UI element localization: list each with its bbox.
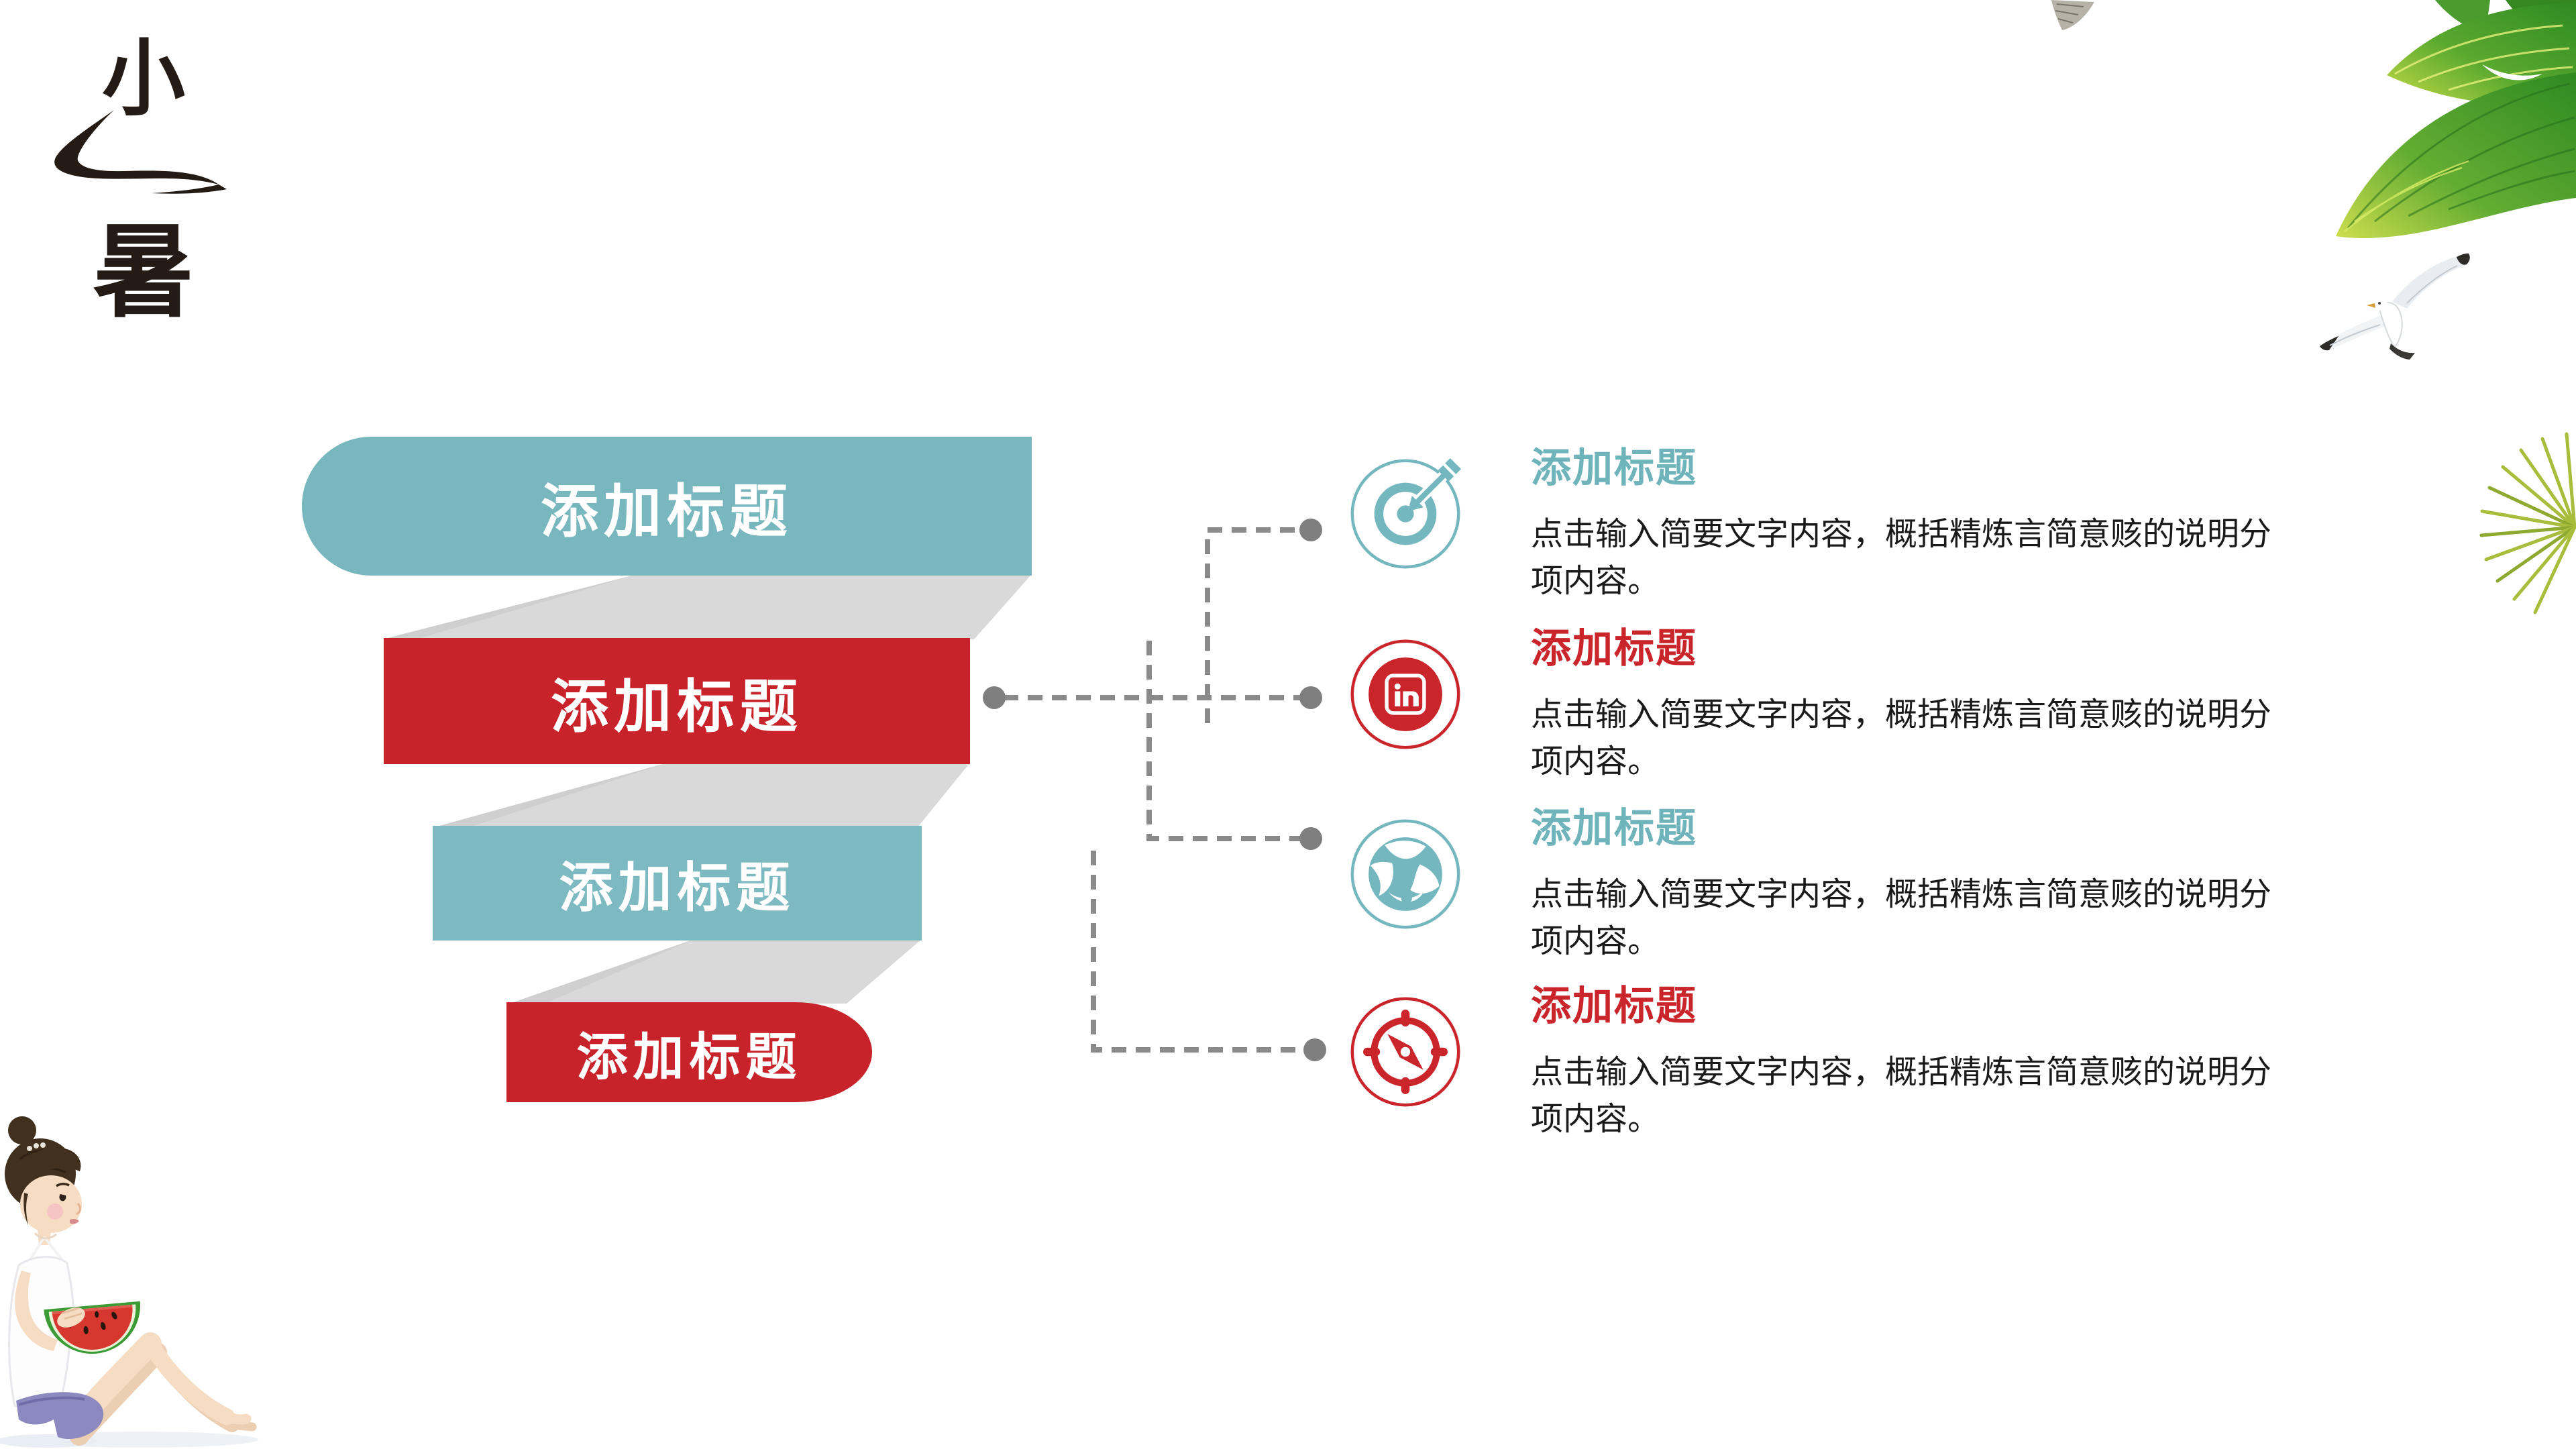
- target-icon: [1350, 458, 1462, 569]
- item-4-badge[interactable]: [1345, 991, 1466, 1112]
- funnel-step-4[interactable]: 添加标题: [506, 1002, 872, 1102]
- funnel-step-1-label: 添加标题: [541, 480, 793, 544]
- compass-icon: [1350, 997, 1460, 1107]
- item-1-badge[interactable]: [1345, 453, 1466, 574]
- funnel-step-3-label: 添加标题: [559, 857, 796, 918]
- funnel-step-1[interactable]: 添加标题: [302, 437, 1032, 576]
- funnel-step-2-label: 添加标题: [551, 674, 803, 739]
- item-1-title[interactable]: 添加标题: [1531, 445, 1697, 490]
- banana-leaves-image: [2336, 0, 2576, 238]
- funnel-step-2[interactable]: 添加标题: [384, 638, 970, 764]
- item-1[interactable]: 添加标题 点击输入简要文字内容，概括精炼言简意赅的说明分项内容。: [1531, 440, 2336, 605]
- linkedin-icon: [1350, 639, 1460, 749]
- feather-image: [2051, 0, 2094, 30]
- seagull-image: [2320, 253, 2471, 360]
- calligraphy-char-top: 小: [101, 30, 185, 127]
- girl-eating-watermelon-image: [0, 1116, 258, 1448]
- item-4[interactable]: 添加标题 点击输入简要文字内容，概括精炼言简意赅的说明分项内容。: [1531, 978, 2336, 1143]
- item-2-title[interactable]: 添加标题: [1531, 626, 1697, 671]
- globe-icon: [1350, 819, 1460, 929]
- item-3-title[interactable]: 添加标题: [1531, 806, 1697, 851]
- item-2[interactable]: 添加标题 点击输入简要文字内容，概括精炼言简意赅的说明分项内容。: [1531, 621, 2336, 786]
- item-3[interactable]: 添加标题 点击输入简要文字内容，概括精炼言简意赅的说明分项内容。: [1531, 800, 2336, 965]
- calligraphy-char-bottom: 暑: [93, 211, 195, 331]
- item-3-badge[interactable]: [1345, 814, 1466, 934]
- calligraphy-swirl-stroke: [54, 110, 227, 194]
- palm-frond-image: [2479, 432, 2576, 614]
- item-3-description[interactable]: 点击输入简要文字内容，概括精炼言简意赅的说明分项内容。: [1531, 877, 2272, 959]
- item-4-description[interactable]: 点击输入简要文字内容，概括精炼言简意赅的说明分项内容。: [1531, 1055, 2272, 1137]
- funnel-step-3[interactable]: 添加标题: [433, 826, 922, 941]
- item-1-description[interactable]: 点击输入简要文字内容，概括精炼言简意赅的说明分项内容。: [1531, 517, 2272, 599]
- item-2-description[interactable]: 点击输入简要文字内容，概括精炼言简意赅的说明分项内容。: [1531, 697, 2272, 780]
- item-4-title[interactable]: 添加标题: [1531, 983, 1697, 1028]
- funnel-step-4-label: 添加标题: [576, 1028, 802, 1086]
- item-2-badge[interactable]: [1345, 634, 1466, 755]
- calligraphy-xiaoshu: 小 暑: [39, 9, 248, 335]
